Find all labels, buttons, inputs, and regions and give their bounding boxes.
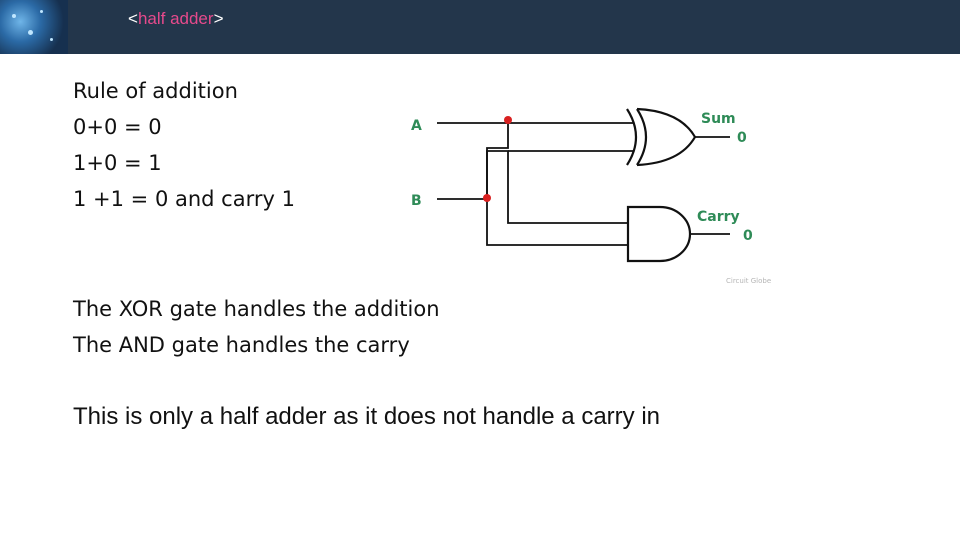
rule-line: 0+0 = 0 (73, 115, 162, 139)
title-bar: <half adder> (0, 0, 960, 54)
rule-line: 1+0 = 1 (73, 151, 162, 175)
circuit-wires (437, 122, 730, 246)
input-b-label: B (411, 193, 422, 209)
input-a-label: A (411, 118, 422, 134)
brain-logo-icon (0, 0, 68, 54)
carry-label: Carry (697, 209, 740, 225)
half-adder-note: This is only a half adder as it does not… (73, 403, 660, 430)
and-gate (626, 205, 692, 263)
page-title: <half adder> (128, 9, 224, 29)
rule-line: 1 +1 = 0 and carry 1 (73, 187, 295, 211)
explanation-line: The AND gate handles the carry (73, 333, 410, 357)
carry-value: 0 (743, 228, 753, 244)
xor-gate (626, 107, 697, 167)
title-text: half adder (137, 9, 214, 28)
title-close-bracket: > (213, 9, 224, 28)
title-open-bracket: < (128, 9, 138, 28)
junction-dot-b (483, 194, 491, 202)
rules-heading: Rule of addition (73, 79, 238, 103)
gate-explanation: The XOR gate handles the addition The AN… (73, 291, 440, 363)
credit-watermark: Circuit Globe (726, 277, 771, 285)
sum-value: 0 (737, 130, 747, 146)
explanation-line: The XOR gate handles the addition (73, 297, 440, 321)
addition-rules: Rule of addition 0+0 = 0 1+0 = 1 1 +1 = … (73, 73, 295, 217)
half-adder-circuit-diagram: A B Sum 0 Carry 0 Circuit Globe (411, 107, 771, 285)
junction-dot-a (504, 116, 512, 124)
sum-label: Sum (701, 111, 736, 127)
